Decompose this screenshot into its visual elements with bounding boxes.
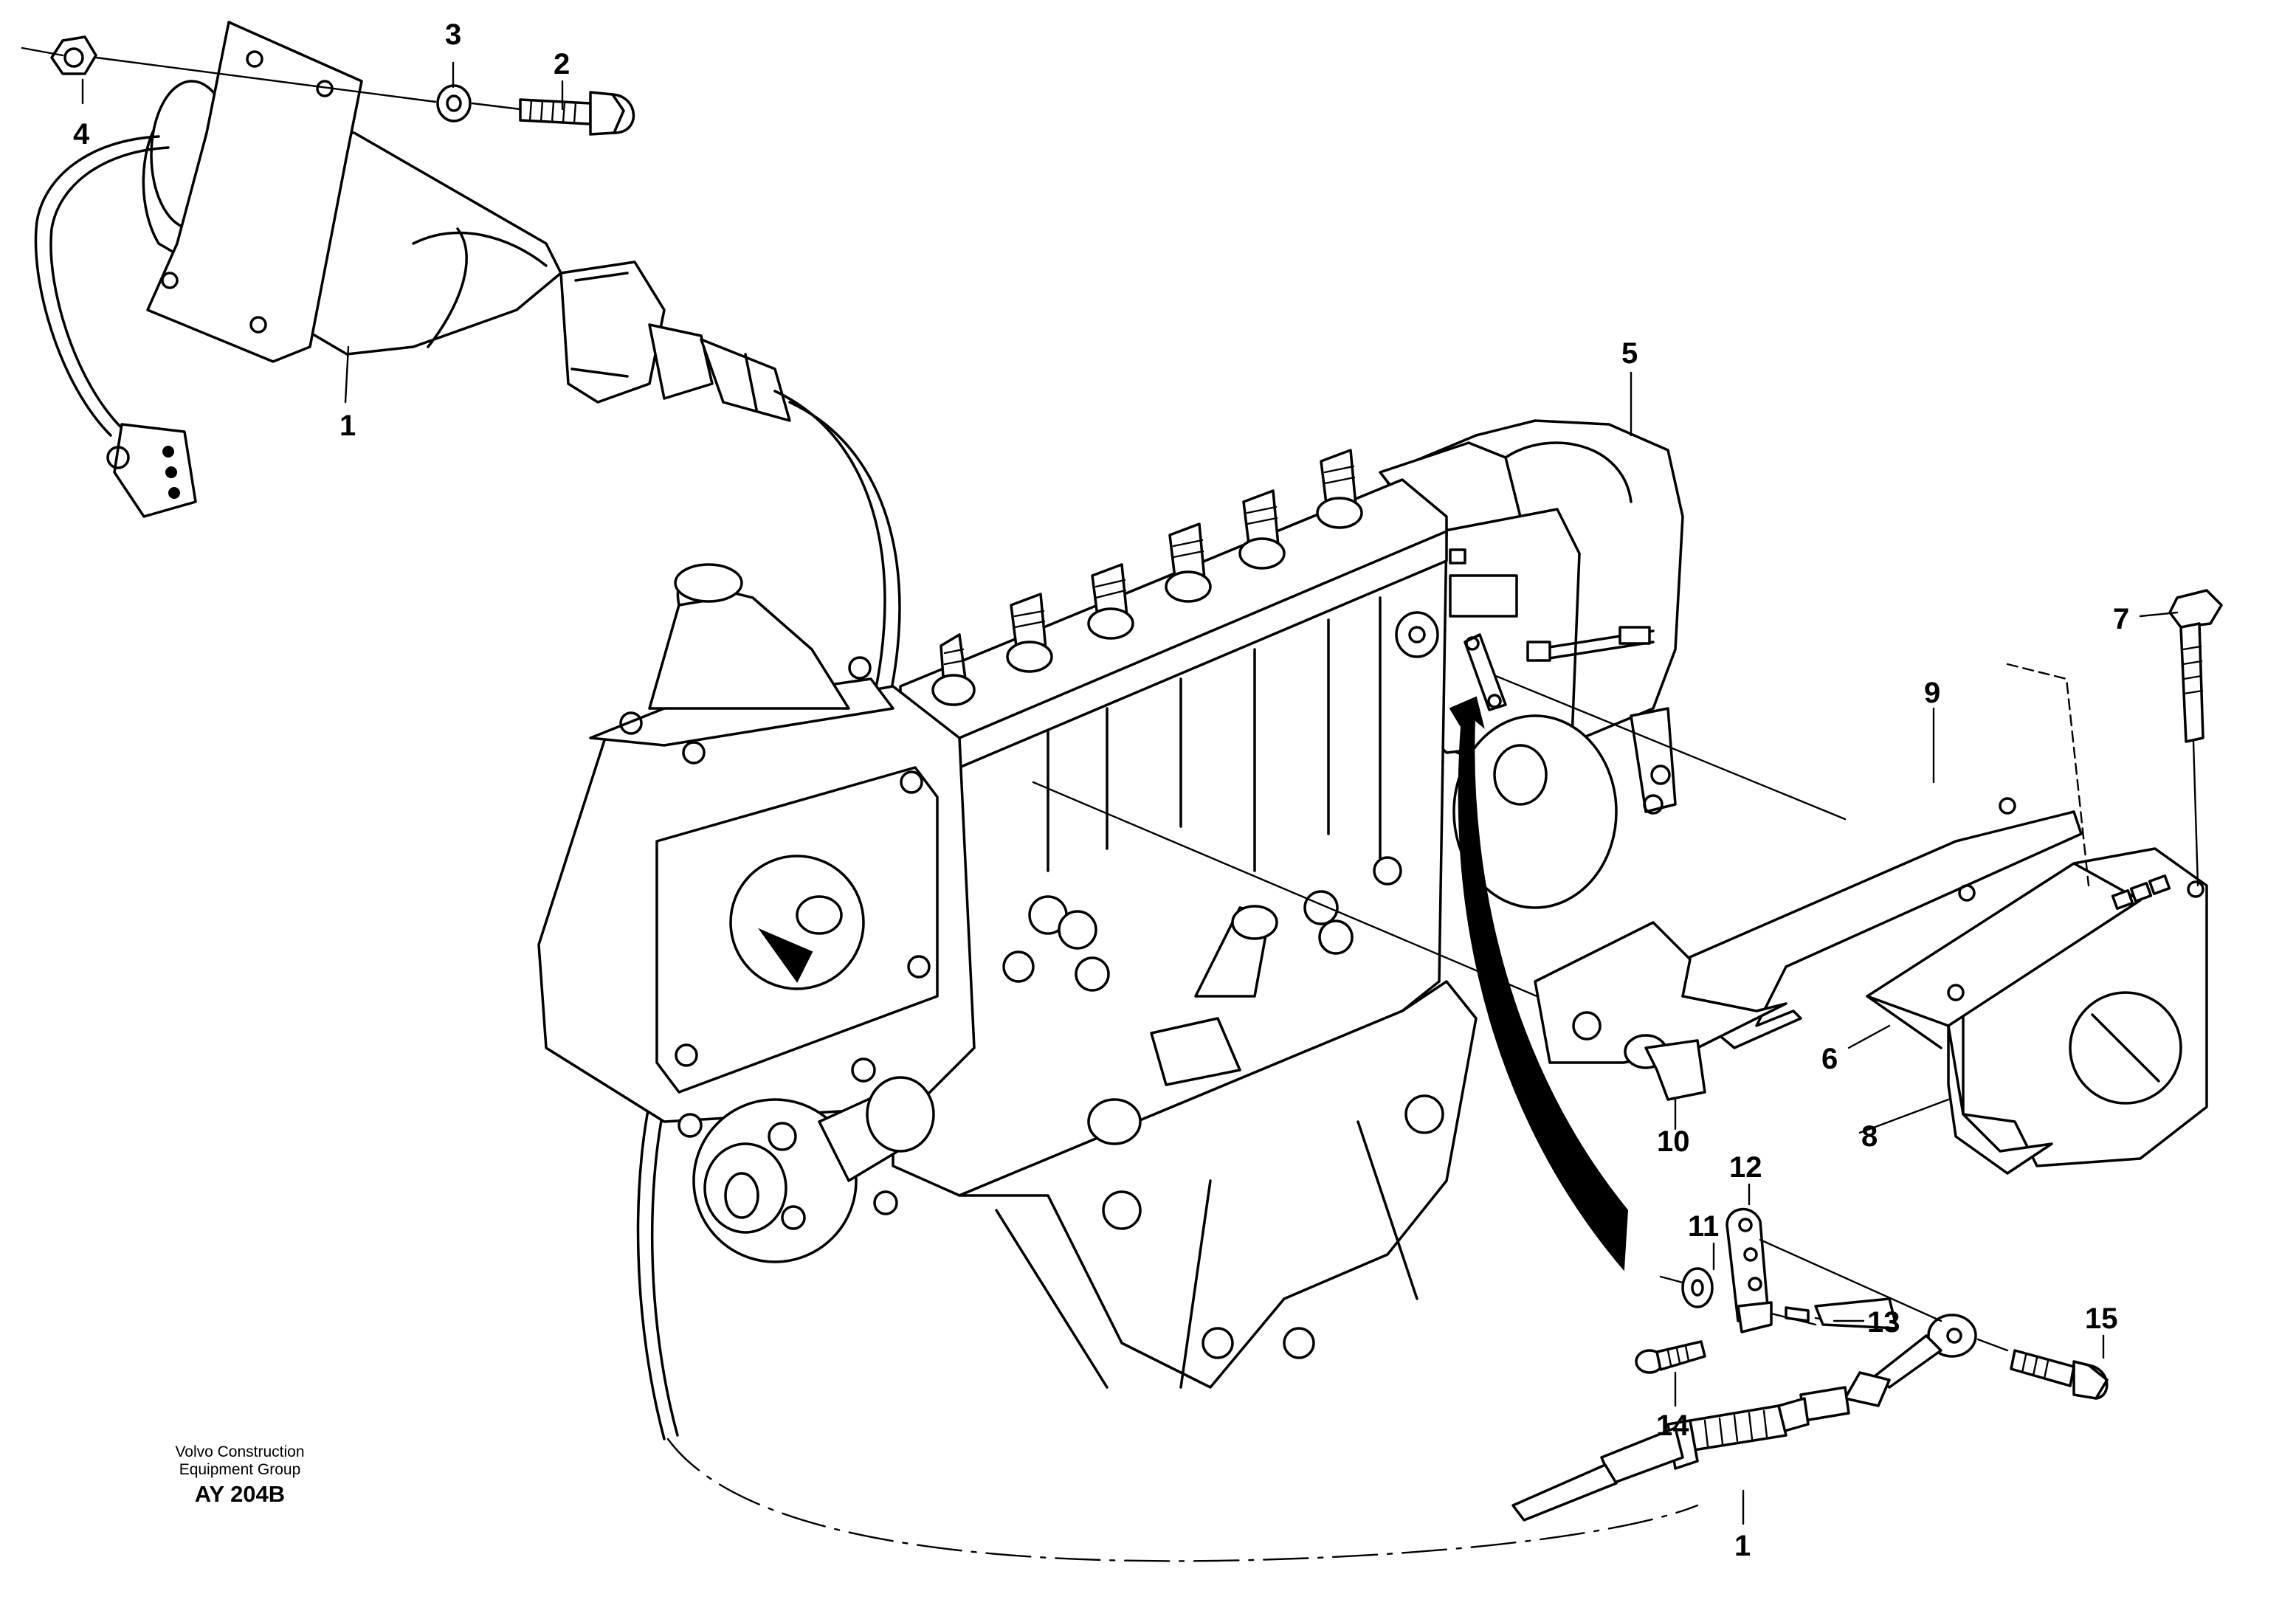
cable-continuation-dashdot [666,1438,1699,1562]
callout-14: 14 [1656,1409,1689,1442]
washer-3 [436,84,472,122]
credit-line-1: Volvo Construction [175,1443,304,1460]
bracket-6-dashed [2006,663,2090,887]
callout-10: 10 [1657,1125,1690,1158]
guide-line-9 [1475,666,1847,821]
callout-13: 13 [1867,1306,1900,1339]
lever-12 [1726,1208,1773,1333]
bracket-9 [1534,797,2083,1064]
callout-9: 9 [1924,677,1940,709]
bracket-8 [1866,847,2208,1175]
callout-2: 2 [554,48,570,80]
guide-line-4 [21,46,437,103]
callout-15: 15 [2085,1302,2118,1335]
bolt-7 [2168,589,2223,887]
governor-lever [1464,633,1507,711]
callout-1-actuator: 1 [339,410,356,442]
callout-5: 5 [1621,337,1638,370]
assembly-arrow [1449,696,1629,1271]
guide-line-bracket-hole [1032,781,1625,1035]
callout-labels: 1 2 3 4 5 6 7 8 9 10 11 12 13 14 15 1 [73,18,2129,1562]
callout-3: 3 [445,18,461,51]
guide-line-3-2 [471,102,522,111]
guide-line-linkage [1759,1238,2009,1352]
callout-leaders [81,61,2179,1525]
callout-4: 4 [73,118,90,151]
callout-12: 12 [1729,1151,1762,1184]
bolt-15 [2010,1349,2109,1400]
screw-14 [1635,1340,1706,1374]
callout-1-cable-end: 1 [1734,1530,1751,1562]
bolt-10 [1624,1034,1706,1101]
delivery-valves [931,449,1363,706]
control-unit-actuator [34,21,791,518]
callout-8: 8 [1861,1120,1878,1153]
callout-7: 7 [2113,603,2129,635]
drawing-reference-code: AY 204B [195,1481,285,1507]
callout-11: 11 [1688,1210,1719,1243]
credit-block: Volvo Construction Equipment Group AY 20… [175,1443,304,1507]
screw-2 [519,91,635,136]
credit-line-2: Equipment Group [179,1461,301,1478]
nut-4 [50,35,97,75]
washer-11 [1659,1267,1714,1308]
injection-pump [537,419,1684,1389]
callout-6: 6 [1821,1043,1838,1075]
